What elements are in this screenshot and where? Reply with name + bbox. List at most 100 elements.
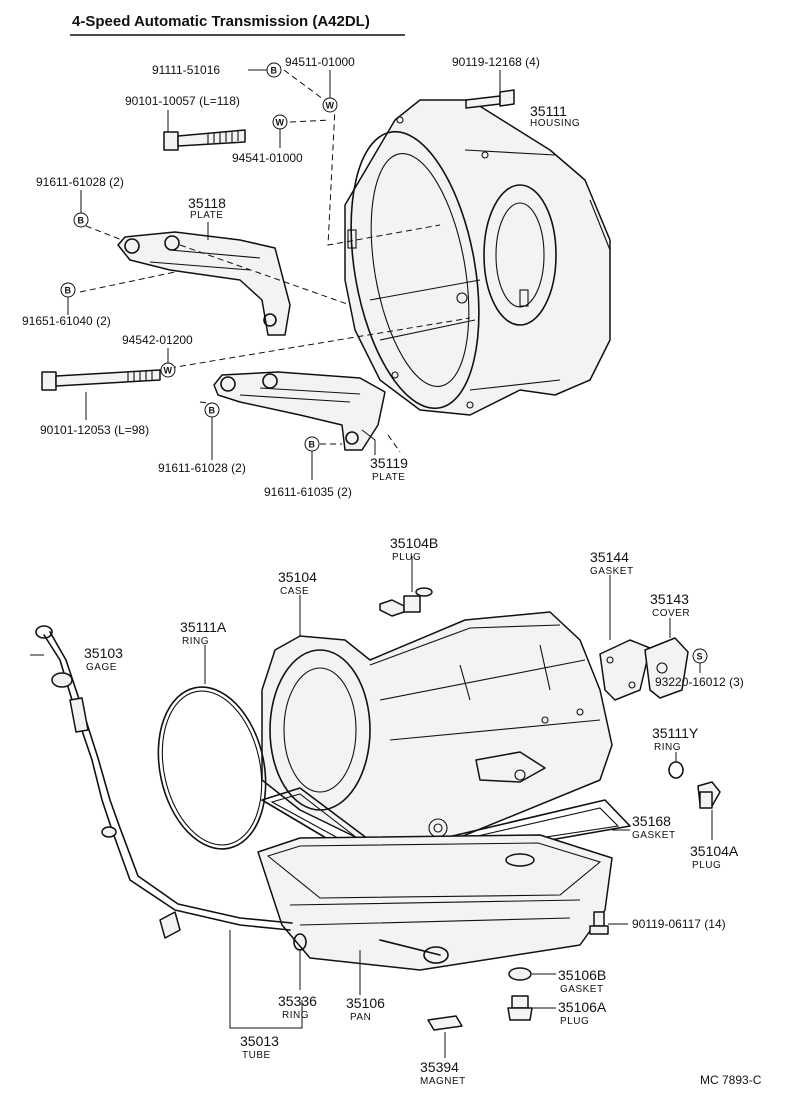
label-gasket-top-name: GASKET xyxy=(590,566,634,577)
badge-b-f10: B xyxy=(204,402,220,418)
label-f1: 91111-51016 xyxy=(152,63,220,77)
pan-drawing xyxy=(257,834,613,971)
label-pan-name: PAN xyxy=(350,1012,371,1023)
label-f12: 93220-16012 (3) xyxy=(655,675,744,689)
label-magnet-num: 35394 xyxy=(420,1059,459,1075)
dash-plate-lower xyxy=(387,434,401,453)
label-housing-num: 35111 xyxy=(530,103,567,119)
label-plate-upper-num: 35118 xyxy=(188,195,226,211)
dash-bolt-f1 xyxy=(283,69,441,246)
housing-drawing xyxy=(344,99,611,416)
label-gage-num: 35103 xyxy=(84,645,123,661)
dash-f7 xyxy=(79,271,176,293)
label-f6: 91611-61028 (2) xyxy=(36,175,124,189)
dash-bolt-lower xyxy=(169,317,471,369)
label-f10: 91611-61028 (2) xyxy=(158,461,246,475)
diagram-title: 4-Speed Automatic Transmission (A42DL) xyxy=(72,13,370,30)
badge-b-f7: B xyxy=(60,282,76,298)
label-plate-lower-name: PLATE xyxy=(372,472,405,483)
label-drain-gasket-num: 35106B xyxy=(558,967,606,983)
label-f11: 91611-61035 (2) xyxy=(264,485,352,499)
label-drain-plug-name: PLUG xyxy=(560,1016,589,1027)
magnet-drawing xyxy=(427,1015,463,1031)
drain-plug-drawing xyxy=(507,995,533,1021)
label-drain-plug-num: 35106A xyxy=(558,999,607,1015)
label-tube-name: TUBE xyxy=(242,1050,271,1061)
label-magnet-name: MAGNET xyxy=(420,1076,466,1087)
label-f13: 90119-06117 (14) xyxy=(632,917,726,931)
plate-35118-drawing xyxy=(117,231,291,336)
label-gasket-pan-name: GASKET xyxy=(632,830,676,841)
label-gasket-pan-num: 35168 xyxy=(632,813,671,829)
label-f8: 94542-01200 xyxy=(122,333,193,347)
label-cover-num: 35143 xyxy=(650,591,689,607)
label-ring-tube-num: 35336 xyxy=(278,993,317,1009)
label-f3: 90119-12168 (4) xyxy=(452,55,540,69)
footer-code: MC 7893-C xyxy=(700,1073,762,1087)
svg-text:W: W xyxy=(276,118,285,128)
svg-text:B: B xyxy=(65,286,72,296)
badge-w-f8: W xyxy=(160,362,176,378)
label-cover-name: COVER xyxy=(652,608,690,619)
svg-text:W: W xyxy=(326,101,335,111)
bolt-90101-12053 xyxy=(41,369,161,391)
ring-35111y-drawing xyxy=(668,761,684,779)
badge-b-f11: B xyxy=(304,436,320,452)
label-case-name: CASE xyxy=(280,586,309,597)
svg-text:W: W xyxy=(164,366,173,376)
ring-35111a-drawing xyxy=(157,686,267,850)
dash-washer-f5 xyxy=(289,119,331,123)
bolt-90119-06117 xyxy=(589,911,609,935)
label-plug-b-name: PLUG xyxy=(392,552,421,563)
leader-plate-lower xyxy=(361,429,376,455)
label-plug-a-num: 35104A xyxy=(690,843,739,859)
label-plate-lower-num: 35119 xyxy=(370,455,408,471)
label-ring-tube-name: RING xyxy=(282,1010,309,1021)
plug-35104a-drawing xyxy=(697,781,721,809)
label-housing-name: HOUSING xyxy=(530,118,580,129)
label-f2: 94511-01000 xyxy=(285,55,355,69)
bolt-90101-10057 xyxy=(163,129,246,151)
badge-s-f12: S xyxy=(692,648,708,664)
label-f7: 91651-61040 (2) xyxy=(22,314,111,328)
bolt-90119-12168 xyxy=(465,89,515,109)
label-plate-upper-name: PLATE xyxy=(190,210,223,221)
svg-text:B: B xyxy=(271,66,278,76)
label-gage-name: GAGE xyxy=(86,662,117,673)
badge-w-f5: W xyxy=(272,114,288,130)
tube-gage-drawing xyxy=(35,625,293,939)
svg-text:B: B xyxy=(309,440,316,450)
label-ring-a-num: 35111A xyxy=(180,619,227,635)
label-f4: 90101-10057 (L=118) xyxy=(125,94,240,108)
label-f5: 94541-01000 xyxy=(232,151,303,165)
label-plug-a-name: PLUG xyxy=(692,860,721,871)
dash-f6 xyxy=(85,225,123,241)
plug-35104b-drawing xyxy=(379,587,433,617)
cover-35143-drawing xyxy=(644,637,689,699)
label-plug-b-num: 35104B xyxy=(390,535,438,551)
label-pan-num: 35106 xyxy=(346,995,385,1011)
svg-text:S: S xyxy=(697,652,703,662)
drain-gasket-drawing xyxy=(508,967,532,981)
label-case-num: 35104 xyxy=(278,569,317,585)
ring-35111a-inner xyxy=(161,690,263,846)
label-ring-y-num: 35111Y xyxy=(652,725,699,741)
label-tube-num: 35013 xyxy=(240,1033,279,1049)
label-ring-y-name: RING xyxy=(654,742,681,753)
dash-plate-housing xyxy=(179,244,351,306)
label-drain-gasket-name: GASKET xyxy=(560,984,604,995)
plate-35119-drawing xyxy=(213,371,386,451)
badge-b-f6: B xyxy=(73,212,89,228)
gasket-35144-drawing xyxy=(599,639,651,701)
label-ring-a-name: RING xyxy=(182,636,209,647)
svg-text:B: B xyxy=(209,406,216,416)
label-f9: 90101-12053 (L=98) xyxy=(40,423,149,437)
label-gasket-top-num: 35144 xyxy=(590,549,629,565)
case-drawing xyxy=(261,611,613,871)
svg-text:B: B xyxy=(78,216,85,226)
badge-w-f2: W xyxy=(322,97,338,113)
leader-tube xyxy=(229,930,303,1029)
badge-b-f1: B xyxy=(266,62,282,78)
